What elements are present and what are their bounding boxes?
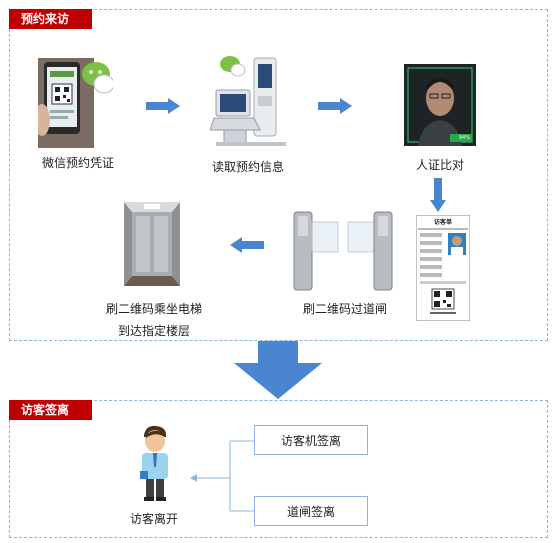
kiosk-signout-box: 访客机签离 — [254, 425, 368, 455]
visitor-pass-image — [416, 215, 470, 321]
step-elevator-line2: 到达指定楼层 — [117, 324, 190, 338]
visitor-leave-label: 访客离开 — [129, 512, 178, 526]
visitor-kiosk-image — [210, 56, 290, 148]
checkout-panel — [9, 400, 548, 538]
signout-connector — [190, 437, 256, 517]
appointment-panel — [9, 9, 548, 341]
flow-arrow-right — [318, 98, 352, 114]
gate-signout-box: 道闸签离 — [254, 496, 368, 526]
elevator-image — [124, 202, 180, 286]
step-face-compare: 人证比对 — [415, 158, 464, 172]
step-wechat-credential: 微信预约凭证 — [41, 156, 114, 170]
flow-arrow-down — [430, 178, 446, 212]
face-compare-image — [404, 64, 476, 146]
face-score-label: 94% — [458, 135, 470, 141]
section-transition-arrow — [234, 341, 322, 399]
speed-gate-image — [286, 206, 396, 292]
flow-arrow-left — [230, 237, 264, 253]
step-gate-qr: 刷二维码过道闸 — [302, 302, 387, 316]
flow-arrow-right — [146, 98, 180, 114]
step-read-info: 读取预约信息 — [211, 160, 284, 174]
visitor-person-icon — [138, 425, 172, 501]
visitor-pass-title: 访客单 — [433, 219, 452, 226]
section-tag-checkout: 访客签离 — [9, 400, 92, 420]
section-tag-appointment: 预约来访 — [9, 9, 92, 29]
step-elevator-line1: 刷二维码乘坐电梯 — [105, 302, 202, 316]
wechat-phone-image — [38, 58, 113, 148]
